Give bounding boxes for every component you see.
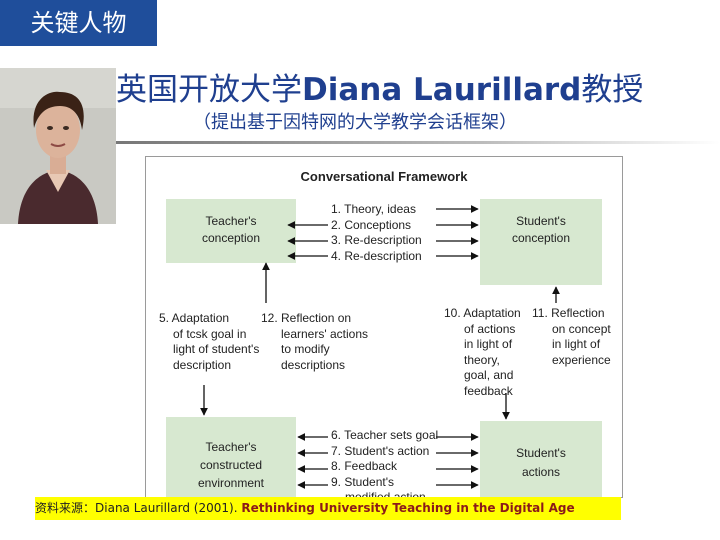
step-text: description — [159, 358, 259, 374]
step-label-11: 11. Reflection on concept in light of ex… — [532, 306, 611, 368]
step-text: on concept — [532, 322, 611, 338]
step-text: 5. Adaptation — [159, 311, 259, 327]
step-text: in light of — [444, 337, 521, 353]
step-text: descriptions — [261, 358, 368, 374]
title-name: Diana Laurillard — [302, 72, 581, 108]
step-text: of tcsk goal in — [159, 327, 259, 343]
title-cn-suffix: 教授 — [581, 72, 643, 108]
step-text: 7. Student's action — [331, 444, 438, 460]
step-text: 6. Teacher sets goal — [331, 428, 438, 444]
step-text: 8. Feedback — [331, 459, 438, 475]
step-text: 4. Re-description — [331, 249, 422, 265]
step-label-10: 10. Adaptation of actions in light of th… — [444, 306, 521, 399]
conversational-framework-figure: Conversational Framework Teacher's conce… — [145, 156, 623, 498]
step-text: 3. Re-description — [331, 233, 422, 249]
step-text: of actions — [444, 322, 521, 338]
step-label-12: 12. Reflection on learners' actions to m… — [261, 311, 368, 373]
step-text: 10. Adaptation — [444, 306, 521, 322]
step-text: 12. Reflection on — [261, 311, 368, 327]
step-text: feedback — [444, 384, 521, 400]
step-label-6-9: 6. Teacher sets goal 7. Student's action… — [331, 428, 438, 498]
step-text: theory, — [444, 353, 521, 369]
step-text: learners' actions — [261, 327, 368, 343]
title-cn-prefix: 英国开放大学 — [116, 72, 302, 108]
page-subtitle: （提出基于因特网的大学教学会话框架） — [193, 108, 517, 134]
step-text: 9. Student's — [331, 475, 438, 491]
page-title: 英国开放大学Diana Laurillard教授 — [116, 64, 720, 109]
section-tag: 关键人物 — [0, 0, 157, 46]
step-label-5: 5. Adaptation of tcsk goal in light of s… — [159, 311, 259, 373]
step-text: in light of — [532, 337, 611, 353]
step-text: light of student's — [159, 342, 259, 358]
source-citation: 资料来源：Diana Laurillard (2001). Rethinking… — [35, 497, 621, 520]
step-text: experience — [532, 353, 611, 369]
step-text: 2. Conceptions — [331, 218, 422, 234]
portrait-photo — [0, 68, 116, 224]
step-label-1-4: 1. Theory, ideas 2. Conceptions 3. Re-de… — [331, 202, 422, 264]
step-text: goal, and — [444, 368, 521, 384]
step-text: to modify — [261, 342, 368, 358]
step-text: 1. Theory, ideas — [331, 202, 422, 218]
step-text: 11. Reflection — [532, 306, 611, 322]
source-author: Diana Laurillard (2001). — [95, 501, 241, 515]
source-prefix: 资料来源： — [35, 501, 95, 515]
source-book-title: Rethinking University Teaching in the Di… — [241, 501, 574, 515]
title-divider — [116, 141, 720, 144]
